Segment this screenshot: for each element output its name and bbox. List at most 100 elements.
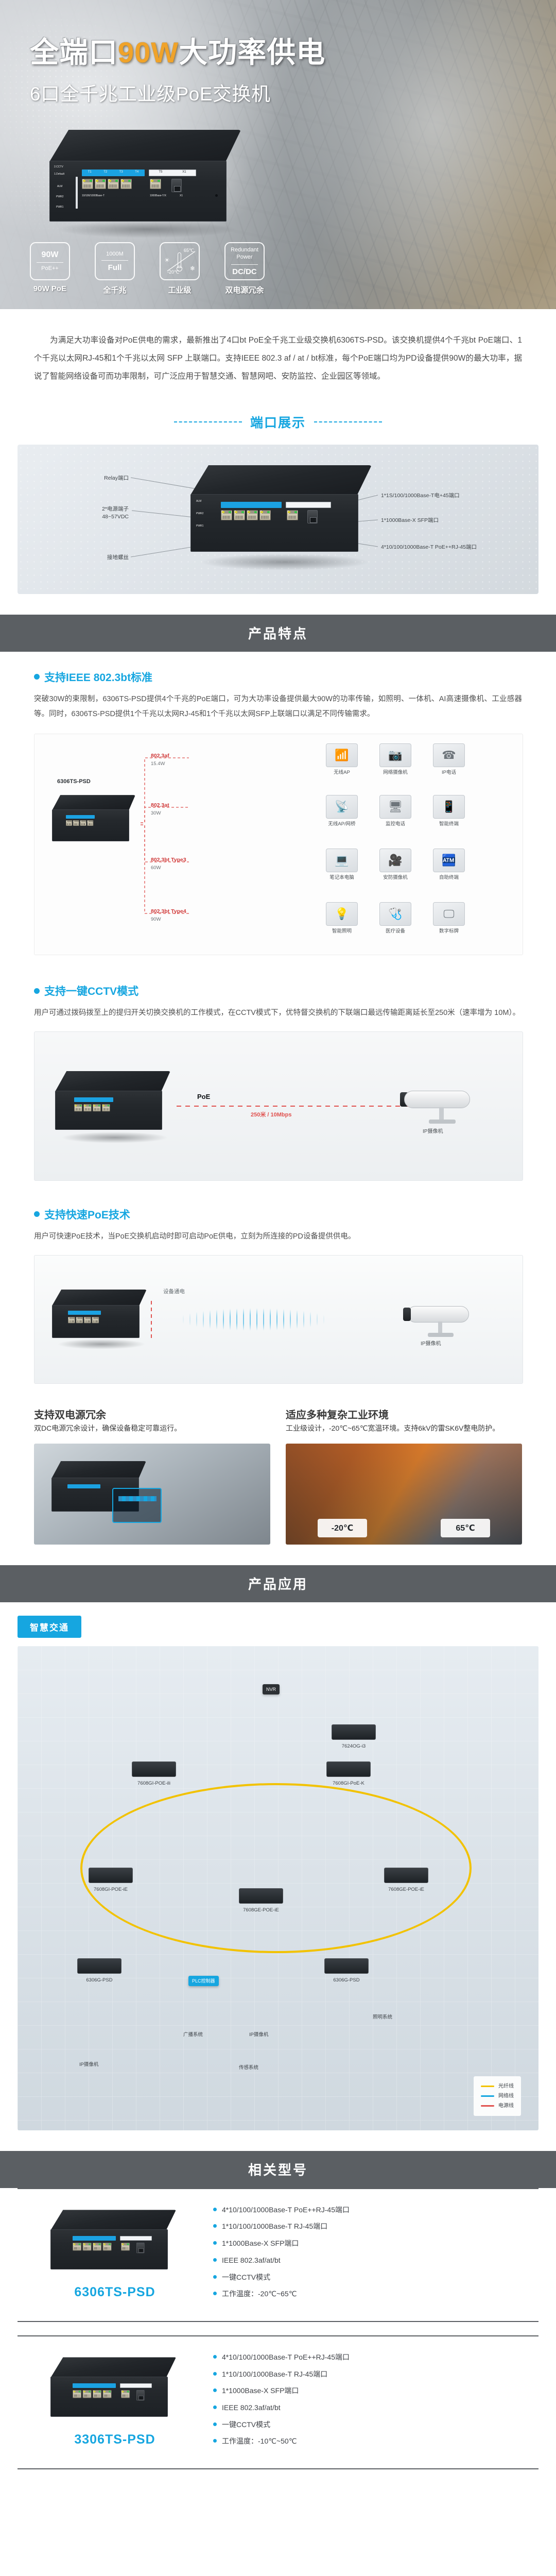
feature-1-title: 支持IEEE 802.3bt标准 xyxy=(44,671,153,684)
badge-90w-poe: 90W PoE++ 90W PoE xyxy=(30,242,70,295)
standard-power-bt3: 60W xyxy=(151,865,161,871)
dual-feature-1-title-row: 支持双电源冗余 xyxy=(34,1406,270,1421)
model-device-image xyxy=(50,2210,179,2278)
cctv-switch-device xyxy=(55,1071,173,1143)
model-spec-list: 4*10/100/1000Base-T PoE++RJ-45端口 1*10/10… xyxy=(213,2205,526,2306)
dual-feature-redundant-power: 支持双电源冗余 双DC电源冗余设计，确保设备稳定可靠运行。 xyxy=(34,1406,270,1545)
badge-box: 90W PoE++ xyxy=(30,242,70,280)
standard-tag-af: 802.3af xyxy=(151,753,169,759)
rj45-port-t2 xyxy=(95,179,106,189)
legend-item-network: 网络线 xyxy=(481,2091,514,2101)
feature-3-diagram: 设备通电 IP摄像机 xyxy=(34,1255,523,1384)
badge-top-text: 65℃ xyxy=(183,248,194,253)
topology-node-ring-1: 7608GI-POE-ili xyxy=(132,1761,176,1787)
model-spec-item: 4*10/100/1000Base-T PoE++RJ-45端口 xyxy=(213,2352,526,2363)
diagram-switch-device xyxy=(52,795,138,851)
feature-3-title: 支持快速PoE技术 xyxy=(44,1209,130,1221)
model-device-image xyxy=(50,2357,179,2425)
badge-caption: 双电源冗余 xyxy=(225,286,264,295)
camera-body xyxy=(407,1306,469,1323)
target-icon-medical: 🩺 医疗设备 xyxy=(376,902,414,935)
topology-node-ring-5: 7608GE-POE-iE xyxy=(384,1867,428,1893)
dual-feature-row: 支持双电源冗余 双DC电源冗余设计，确保设备稳定可靠运行。 适应多种复 xyxy=(0,1392,556,1565)
hero-banner: 全端口90W大功率供电 6口全千兆工业级PoE交换机 2.CCTV 1.Defa… xyxy=(0,0,556,309)
badge-redundant-power: Redundant Power DC/DC 双电源冗余 xyxy=(224,242,265,295)
target-icon-kiosk: 🏧 自助终端 xyxy=(430,849,468,882)
hero-badge-row: 90W PoE++ 90W PoE 1000M Full 全千兆 65℃ xyxy=(30,242,265,295)
target-icon-laptop: 💻 笔记本电脑 xyxy=(323,849,361,882)
model-name: 3306TS-PSD xyxy=(74,2432,155,2447)
hero-title-highlight: 90W xyxy=(118,36,179,69)
port-section-title-text: 端口展示 xyxy=(250,415,306,430)
dual-feature-2-title: 适应多种复杂工业环境 xyxy=(286,1409,389,1421)
model-spec-item: 1*1000Base-X SFP端口 xyxy=(213,2385,526,2397)
badge-caption: 全千兆 xyxy=(103,286,127,295)
callout-relay: Relay端口 xyxy=(104,474,129,481)
led-label-cctv: 2.CCTV xyxy=(54,165,63,168)
feature-2-title-row: 支持一键CCTV模式 xyxy=(34,983,522,998)
topology-node-ring-2: 7608GI-PoE-K xyxy=(326,1761,371,1787)
power-pulse-line xyxy=(151,1300,152,1339)
topology-endpoint-broadcast: 广播系统 xyxy=(183,2031,203,2038)
sfp-port-spec-text: X1 xyxy=(180,194,183,197)
feature-1-connector-lines xyxy=(141,757,189,914)
poe-port-label-strip xyxy=(82,170,145,176)
model-image-cell: 6306TS-PSD xyxy=(30,2210,200,2300)
related-models-section: 6306TS-PSD 4*10/100/1000Base-T PoE++RJ-4… xyxy=(0,2188,556,2488)
callout-uplink-rj45: 1*1S/100/1000Base-T电+45端口 xyxy=(381,492,460,499)
model-row-6306ts-psd[interactable]: 6306TS-PSD 4*10/100/1000Base-T PoE++RJ-4… xyxy=(18,2188,538,2322)
model-spec-item: 1*10/100/1000Base-T RJ-45端口 xyxy=(213,2221,526,2232)
features-section-header: 产品特点 xyxy=(0,614,556,652)
device-top-panel xyxy=(190,465,372,495)
application-tag-smart-traffic: 智慧交通 xyxy=(18,1615,81,1638)
badge-bottom-text: DC/DC xyxy=(232,267,257,276)
callout-poe-ports: 4*10/100/1000Base-T PoE++RJ-45端口 xyxy=(381,544,477,550)
target-icon-monitor: 🖥 监控电话 xyxy=(376,795,414,828)
core-switch-device xyxy=(332,1724,376,1740)
dual-feature-1-image xyxy=(34,1443,270,1545)
reset-button[interactable] xyxy=(215,194,218,197)
badge-gigabit: 1000M Full 全千兆 xyxy=(95,242,135,295)
cctv-link-line xyxy=(177,1105,413,1107)
kiosk-icon: 🏧 xyxy=(433,849,465,873)
intro-section: 为满足大功率设备对PoE供电的需求，最新推出了4口bt PoE全千兆工业级交换机… xyxy=(0,309,556,403)
dual-feature-environment: 适应多种复杂工业环境 工业级设计，-20℃~65℃宽温环境。支持6kV的雷SK6… xyxy=(286,1406,522,1545)
related-models-header: 相关型号 xyxy=(0,2150,556,2188)
power-on-note: 设备通电 xyxy=(163,1288,185,1295)
legend-item-fiber: 光纤线 xyxy=(481,2081,514,2091)
digital-signage-icon: 🖵 xyxy=(433,902,465,926)
topology-endpoint-plc: PLC控制器 xyxy=(188,1975,219,1987)
model-row-3306ts-psd[interactable]: 3306TS-PSD 4*10/100/1000Base-T PoE++RJ-4… xyxy=(18,2335,538,2470)
application-section: 智慧交通 NVR 7624OG-i3 7608GI-POE-ili 7608GI… xyxy=(0,1602,556,2151)
temp-high-chip: 65℃ xyxy=(441,1518,490,1537)
device-top-panel xyxy=(49,130,241,162)
poe-port-spec-text: 10/100/1000Base-T xyxy=(82,194,105,197)
camera-icon: 📷 xyxy=(379,743,411,768)
topology-node-access-right: 6306G-PSD xyxy=(324,1958,369,1984)
badge-caption: 工业级 xyxy=(168,286,192,295)
model-spec-item: 1*1000Base-X SFP端口 xyxy=(213,2238,526,2249)
topology-node-access-left: 6306G-PSD xyxy=(77,1958,121,1984)
target-icon-terminal: 📱 智能终端 xyxy=(430,795,468,828)
hero-title-post: 大功率供电 xyxy=(179,36,326,69)
standard-power-bt4: 90W xyxy=(151,917,161,923)
model-image-cell: 3306TS-PSD xyxy=(30,2357,200,2447)
laptop-icon: 💻 xyxy=(326,849,358,873)
topology-endpoint-lighting: 照明系统 xyxy=(373,2014,393,2020)
rj45-port-t4 xyxy=(120,179,132,189)
dash-right xyxy=(314,421,382,422)
poe-signal-wave xyxy=(156,1304,352,1334)
dual-feature-1-title: 支持双电源冗余 xyxy=(34,1409,106,1421)
callout-power-terminal: 2*电源端子 48~57VDC xyxy=(102,505,129,520)
network-topology-diagram: NVR 7624OG-i3 7608GI-POE-ili 7608GI-PoE-… xyxy=(18,1646,538,2130)
target-icon-security-cam: 🎥 安防摄像机 xyxy=(376,849,414,882)
led-label-pwr2: PWR2 xyxy=(56,195,64,198)
model-spec-item: 4*10/100/1000Base-T PoE++RJ-45端口 xyxy=(213,2205,526,2216)
port-showcase-device: ALM PWR2 PWR1 xyxy=(190,465,376,571)
topology-node-ring-4: 7608GE-POE-iE xyxy=(239,1888,283,1913)
ip-phone-icon: ☎ xyxy=(433,743,465,768)
badge-top-text: 90W xyxy=(41,250,59,259)
camera-base xyxy=(429,1119,456,1124)
